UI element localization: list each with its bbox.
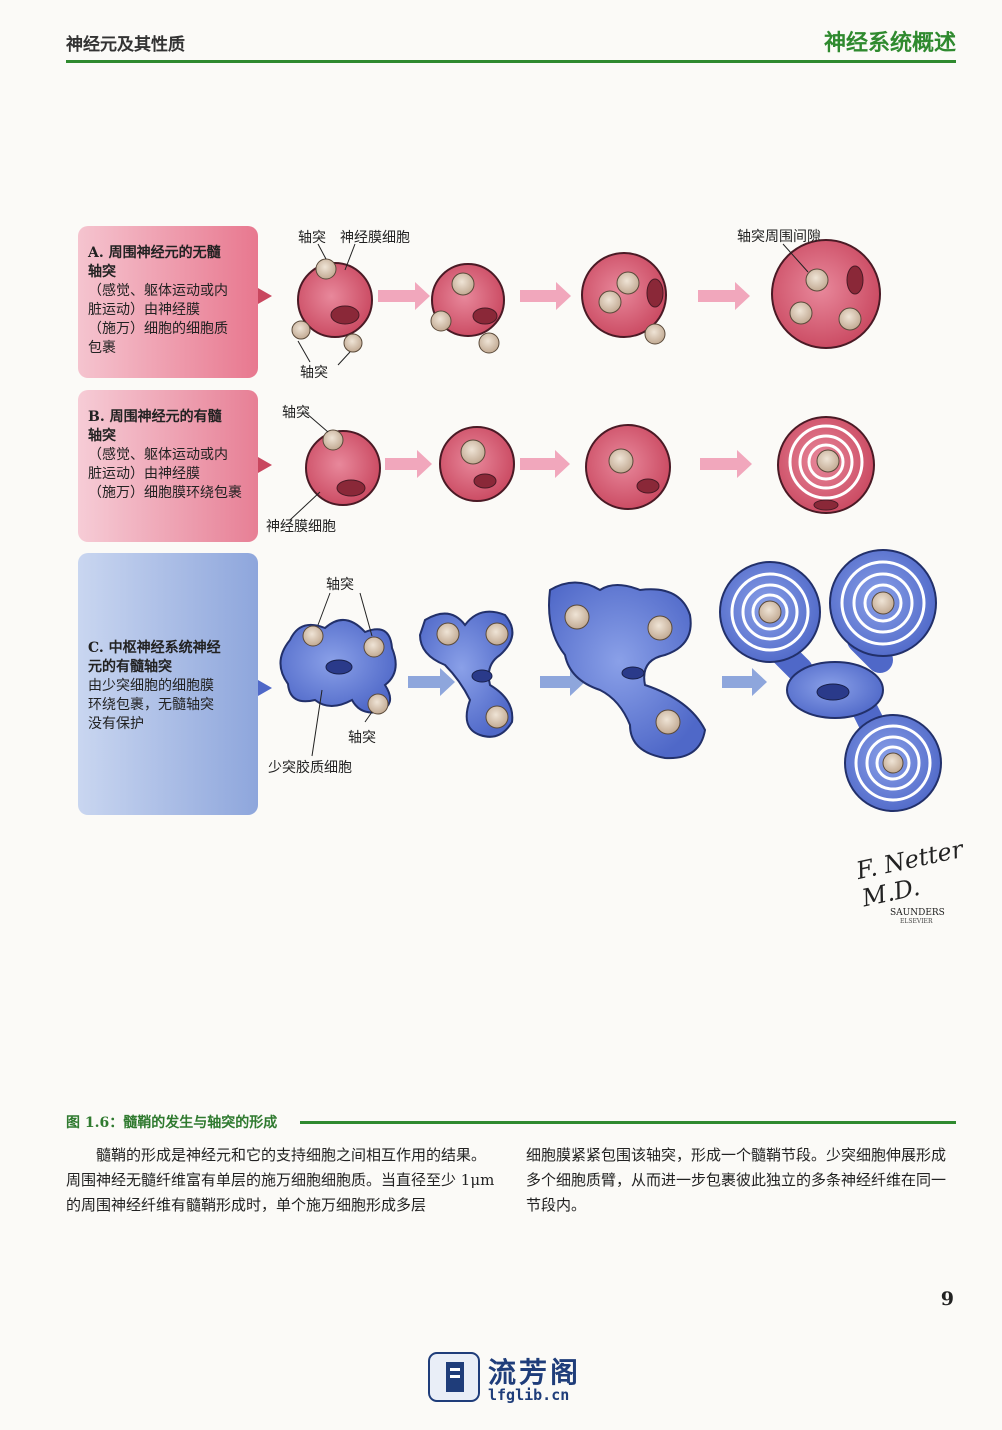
panel-c-title: C. 中枢神经系统神经 <box>88 640 221 656</box>
page-number: 9 <box>940 1288 954 1310</box>
site-logo-url: lfglib.cn <box>488 1386 570 1404</box>
axon-icon <box>315 258 337 280</box>
panel-c-line: 由少突细胞的细胞膜 <box>88 678 214 694</box>
myelin-sheath <box>844 714 942 812</box>
panel-a-line: 包裹 <box>88 340 116 356</box>
artist-signature: F. Netter M.D. SAUNDERS ELSEVIER <box>854 835 1002 925</box>
site-logo-name: 流芳阁 <box>488 1356 582 1389</box>
panel-a-title: A. 周围神经元的无髓 <box>88 245 221 261</box>
panel-b-title-line2: 轴突 <box>88 428 116 444</box>
panel-c-description: C. 中枢神经系统神经 元的有髓轴突 由少突细胞的细胞膜 环绕包裹，无髓轴突 没… <box>78 553 258 815</box>
label-axon: 轴突 <box>282 405 310 421</box>
publisher-sub: ELSEVIER <box>900 918 933 925</box>
label-periaxonal-space: 轴突周围间隙 <box>737 229 821 245</box>
panel-c-line: 环绕包裹，无髓轴突 <box>88 697 214 713</box>
row-b-cells <box>258 412 875 514</box>
panel-c-line: 没有保护 <box>88 716 144 732</box>
row-c-cells <box>258 549 942 812</box>
panel-a-description: A. 周围神经元的无髓 轴突 （感觉、躯体运动或内 脏运动）由神经膜 （施万）细… <box>78 226 258 378</box>
label-axon: 轴突 <box>326 577 354 593</box>
panel-b-line: （施万）细胞膜环绕包裹 <box>88 485 242 501</box>
myelination-figure <box>258 239 942 812</box>
axon-icon <box>291 320 311 340</box>
caption-rule <box>300 1121 956 1124</box>
myelin-sheath <box>829 549 937 657</box>
figure-caption: 图 1.6：髓鞘的发生与轴突的形成 <box>66 1115 278 1131</box>
body-text-right: 细胞膜紧紧包围该轴突，形成一个髓鞘节段。少突细胞伸展形成多个细胞质臂，从而进一步… <box>526 1146 947 1214</box>
myelin-sheath <box>719 561 821 663</box>
label-axon: 轴突 <box>348 730 376 746</box>
row-a-cells <box>258 239 881 354</box>
running-header-right: 神经系统概述 <box>823 31 956 56</box>
panel-b-line: 脏运动）由神经膜 <box>88 466 200 482</box>
publisher-mark: SAUNDERS <box>890 908 945 918</box>
panel-a-title-line2: 轴突 <box>88 264 116 280</box>
header-rule <box>66 60 956 63</box>
label-axon: 轴突 <box>300 365 328 381</box>
panel-a-line: 脏运动）由神经膜 <box>88 302 200 318</box>
body-text-left: 髓鞘的形成是神经元和它的支持细胞之间相互作用的结果。周围神经无髓纤维富有单层的施… <box>66 1146 495 1214</box>
label-axon: 轴突 <box>298 230 326 246</box>
label-schwann-cell: 神经膜细胞 <box>340 230 410 246</box>
label-oligodendrocyte: 少突胶质细胞 <box>268 760 352 776</box>
panel-a-line: （施万）细胞的细胞质 <box>88 321 228 337</box>
panel-c-title-line2: 元的有髓轴突 <box>88 659 172 675</box>
panel-b-line: （感觉、躯体运动或内 <box>88 447 228 463</box>
label-schwann-cell: 神经膜细胞 <box>266 519 336 535</box>
nucleus <box>330 305 360 325</box>
panel-a-line: （感觉、躯体运动或内 <box>88 283 228 299</box>
running-header-left: 神经元及其性质 <box>66 35 185 55</box>
axon-icon <box>343 333 363 353</box>
book-logo-icon <box>428 1352 480 1402</box>
panel-b-title: B. 周围神经元的有髓 <box>88 409 222 425</box>
panel-b-description: B. 周围神经元的有髓 轴突 （感觉、躯体运动或内 脏运动）由神经膜 （施万）细… <box>78 390 258 542</box>
